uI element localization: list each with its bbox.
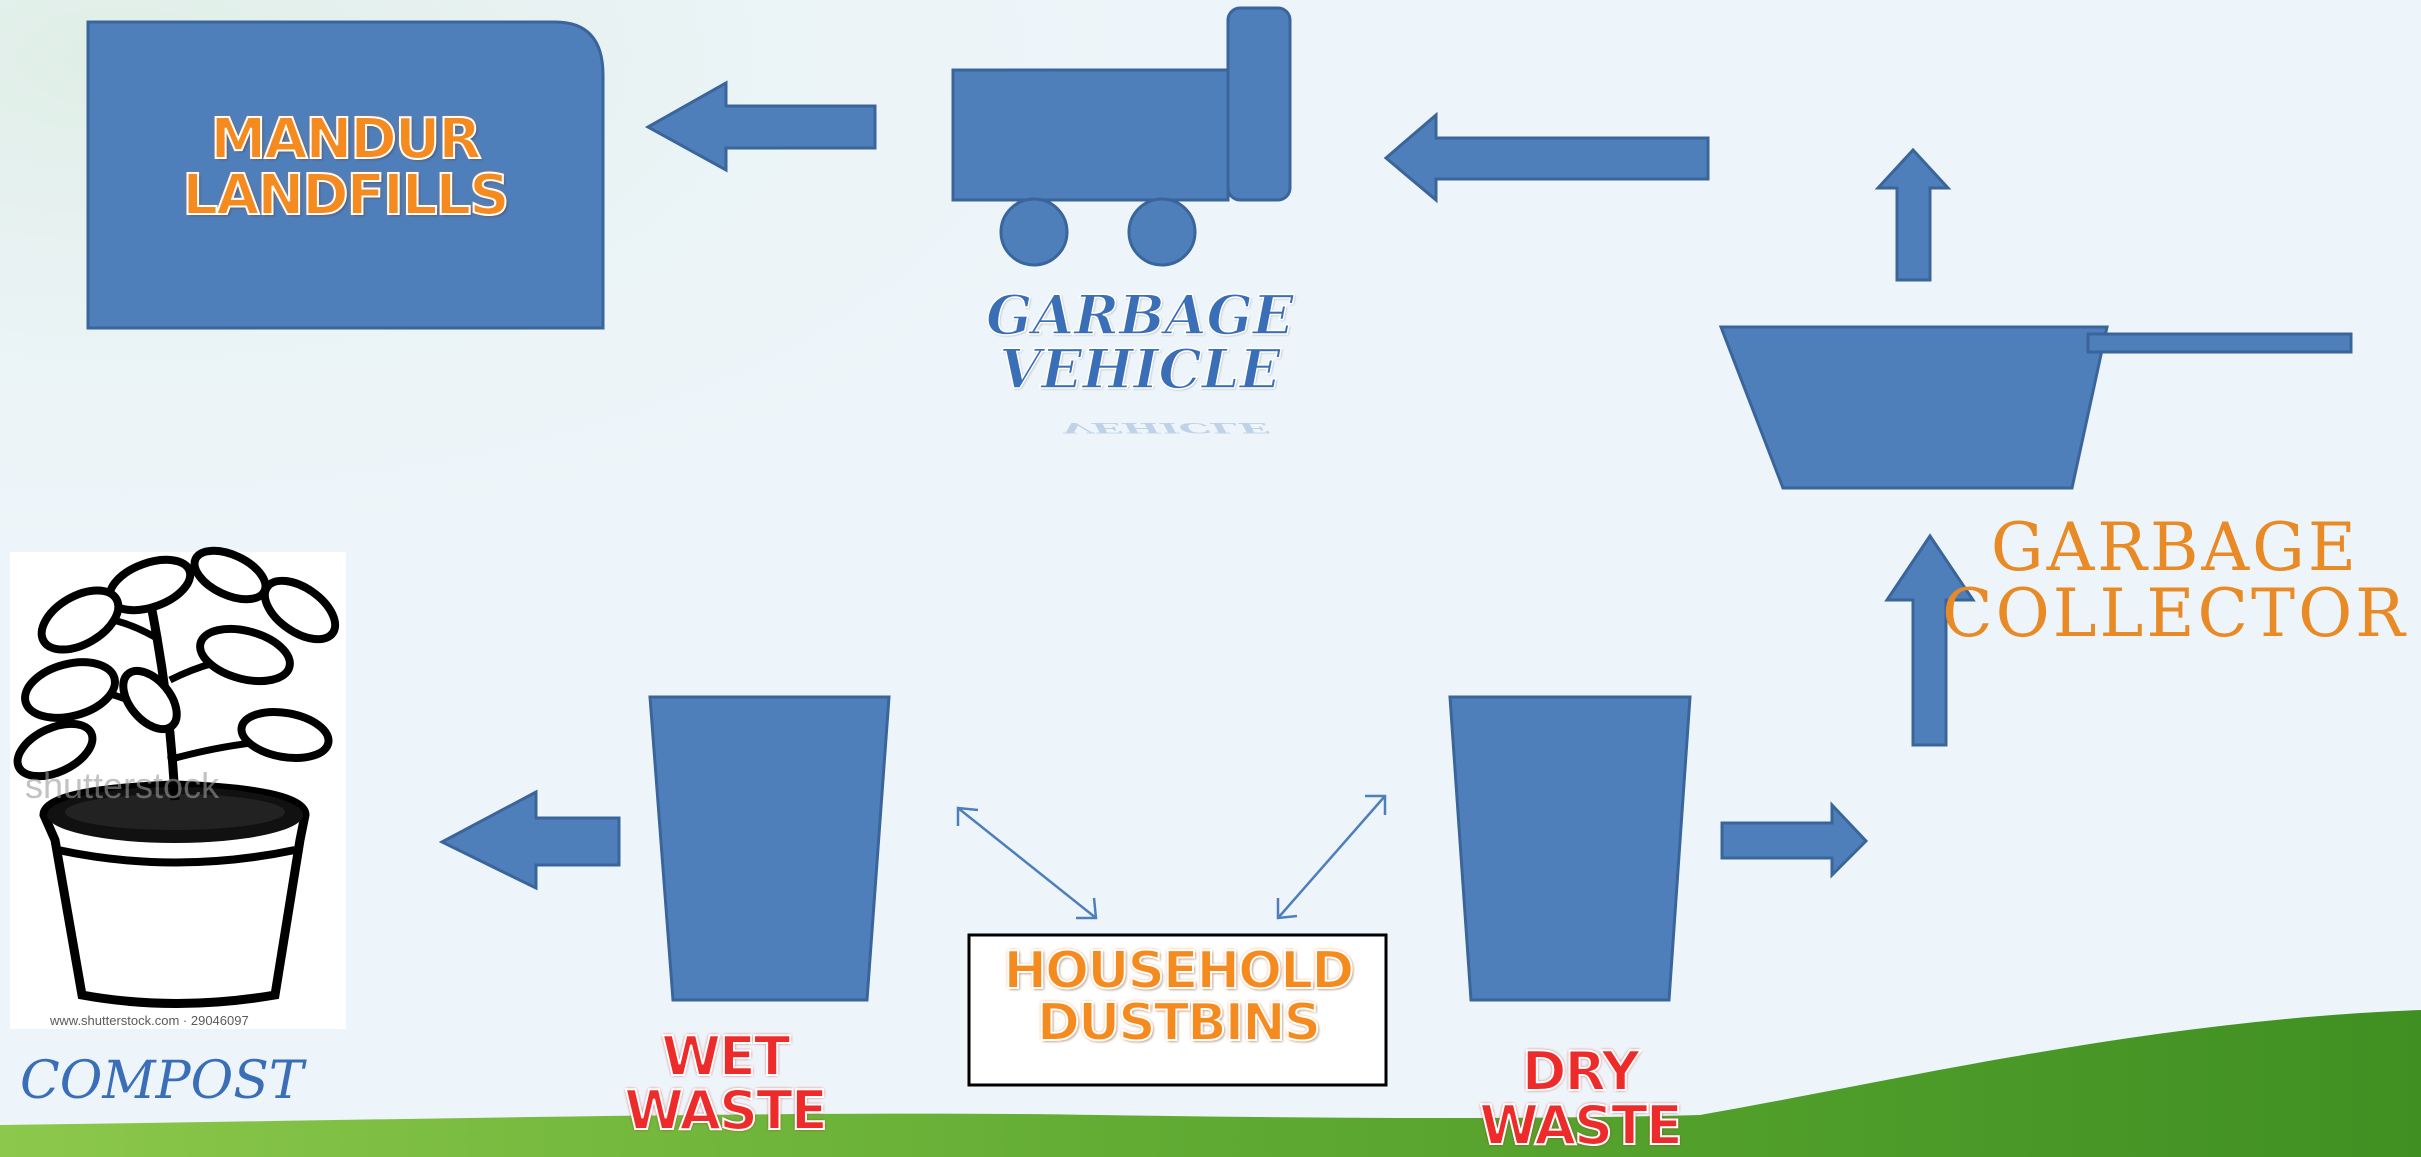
- arrow-to-landfills: [644, 80, 877, 173]
- arrow-right-from-dry: [1720, 801, 1869, 879]
- landfills-label: MANDUR LANDFILLS: [181, 107, 510, 228]
- arrow-to-vehicle: [1383, 111, 1710, 204]
- collector-label: GARBAGE COLLECTOR: [1942, 509, 2408, 652]
- vehicle-label: GARBAGE VEHICLE: [985, 283, 1294, 401]
- vehicle-label-reflection: VEHICLE: [1060, 419, 1270, 436]
- garbage-vehicle-icon: [951, 6, 1292, 267]
- arrow-up-to-collector: [1884, 533, 1976, 747]
- arrow-to-compost: [438, 789, 621, 891]
- watermark-url: www.shutterstock.com · 29046097: [50, 1013, 249, 1028]
- connector-wet: [956, 806, 1098, 920]
- household-dustbins-box: [967, 933, 1388, 1087]
- compost-label: COMPOST: [20, 1051, 304, 1111]
- landfills-box: [86, 20, 605, 330]
- garbage-collector-pan-icon: [1718, 325, 2353, 490]
- grass-decoration: [0, 1010, 2421, 1157]
- dry-waste-label: DRY WASTE: [1478, 1040, 1684, 1157]
- arrow-up-top: [1874, 147, 1952, 282]
- household-dustbins-label: HOUSEHOLD DUSTBINS: [1003, 941, 1356, 1053]
- wet-waste-bin-icon: [648, 695, 891, 1002]
- watermark-brand: shutterstock: [25, 765, 220, 806]
- plant-pot-icon: [10, 546, 346, 1029]
- wet-waste-label: WET WASTE: [623, 1025, 829, 1142]
- dry-waste-bin-icon: [1448, 695, 1692, 1002]
- connector-dry: [1276, 794, 1387, 920]
